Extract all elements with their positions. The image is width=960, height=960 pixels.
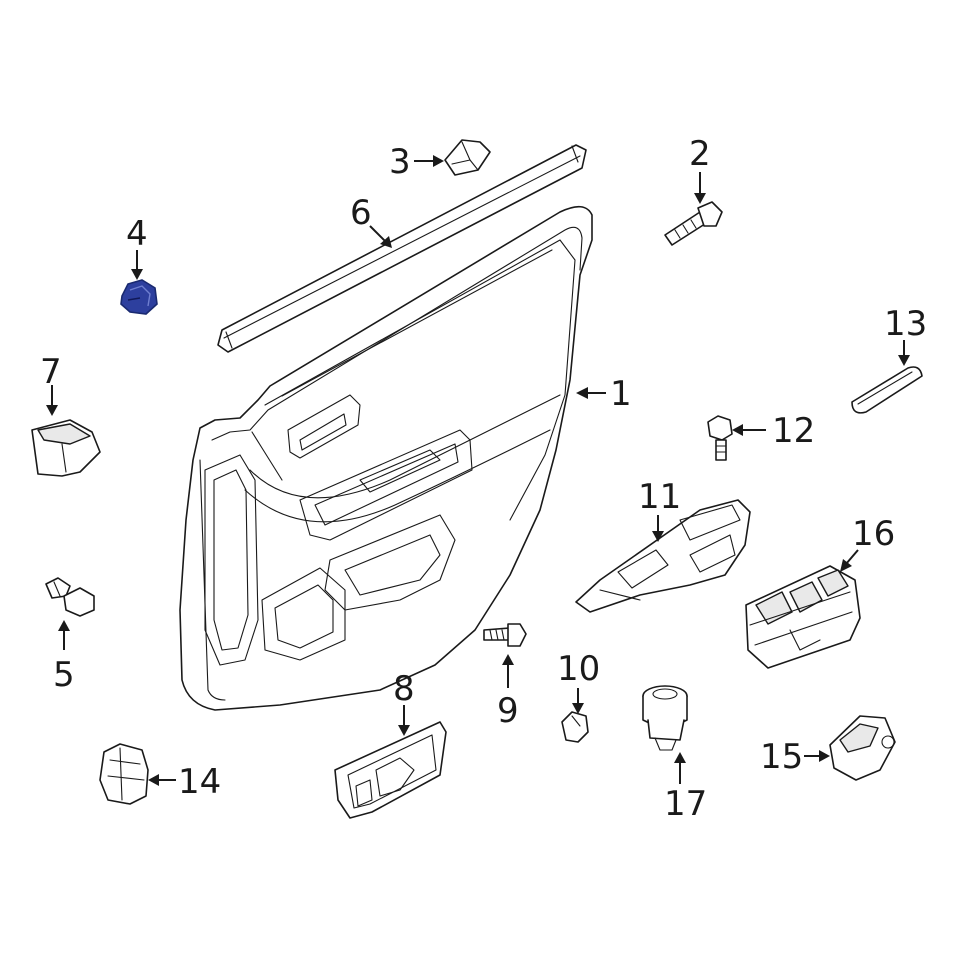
part-5-push-pin[interactable] — [45, 577, 95, 617]
callout-3[interactable]: 3 — [389, 142, 411, 182]
part-11-switch-bezel[interactable] — [575, 499, 751, 613]
part-15-switch[interactable] — [829, 715, 896, 781]
callout-6[interactable]: 6 — [350, 193, 372, 233]
part-13-strip[interactable] — [851, 366, 923, 414]
callout-11[interactable]: 11 — [638, 477, 681, 517]
callout-2[interactable]: 2 — [689, 134, 711, 174]
callout-15[interactable]: 15 — [760, 737, 803, 777]
part-1-door-trim-panel[interactable] — [179, 205, 593, 711]
callout-1[interactable]: 1 — [610, 374, 632, 414]
part-3-clip[interactable] — [444, 139, 491, 176]
part-7-cover[interactable] — [31, 419, 101, 477]
callout-10[interactable]: 10 — [557, 649, 600, 689]
part-14-connector[interactable] — [99, 743, 149, 805]
callout-12[interactable]: 12 — [772, 411, 815, 451]
callout-16[interactable]: 16 — [852, 514, 895, 554]
part-2-screw[interactable] — [664, 201, 723, 246]
part-17-socket[interactable] — [642, 685, 688, 751]
callout-7[interactable]: 7 — [40, 352, 62, 392]
part-9-screw[interactable] — [483, 623, 527, 647]
part-6-weatherstrip[interactable] — [217, 144, 587, 353]
callout-4[interactable]: 4 — [126, 214, 148, 254]
part-8-handle-bezel[interactable] — [334, 721, 447, 819]
part-16-window-switch[interactable] — [745, 565, 861, 669]
part-10-cap[interactable] — [561, 711, 589, 743]
callout-5[interactable]: 5 — [53, 655, 75, 695]
leader-lines — [46, 155, 910, 786]
callout-14[interactable]: 14 — [178, 762, 221, 802]
part-12-bolt[interactable] — [707, 415, 733, 461]
callout-13[interactable]: 13 — [884, 304, 927, 344]
callout-17[interactable]: 17 — [664, 784, 707, 824]
callout-8[interactable]: 8 — [393, 669, 415, 709]
callout-labels: 1 2 3 4 5 6 7 8 9 10 11 12 13 14 15 16 1… — [40, 134, 927, 824]
part-4-clip-highlighted[interactable] — [120, 279, 158, 315]
callout-9[interactable]: 9 — [497, 691, 519, 731]
